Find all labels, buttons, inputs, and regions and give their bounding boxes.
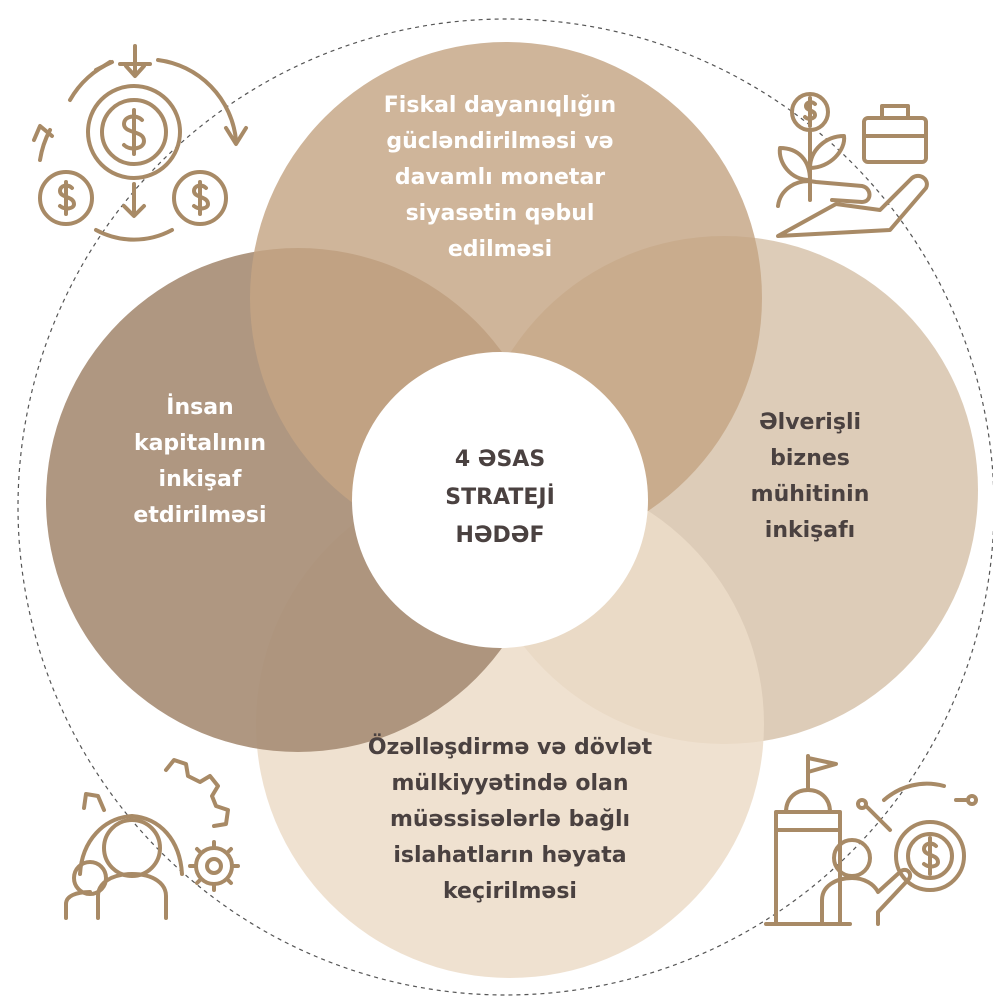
investment-growth-icon (776, 92, 929, 238)
label-line: etdirilməsi (133, 503, 267, 528)
label-line: müəssisələrlə bağlı (389, 807, 631, 832)
label-line: İnsan (166, 395, 234, 420)
label-line: gücləndirilməsi və (386, 129, 614, 154)
business-state-icon (764, 754, 978, 926)
center-title-line: 4 ƏSAS (454, 447, 546, 472)
label-fiscal-sustainability: Fiskal dayanıqlığın gücləndirilməsi və d… (340, 88, 660, 268)
center-circle (352, 352, 648, 648)
label-line: kapitalının (133, 431, 267, 456)
center-title-line: STRATEJİ (445, 485, 555, 510)
label-line: Özəlləşdirmə və dövlət (367, 735, 653, 760)
center-title-line: HƏDƏF (455, 523, 545, 548)
label-line: mühitinin (750, 482, 870, 507)
center-title: 4 ƏSAS STRATEJİ HƏDƏF (390, 441, 610, 555)
label-line: siyasətin qəbul (405, 201, 595, 226)
outer-dashed-ring (17, 18, 993, 996)
label-line: davamlı monetar (394, 165, 606, 190)
label-line: Əlverişli (758, 410, 862, 435)
label-line: keçirilməsi (443, 879, 577, 904)
label-business-environment: Əlverişli biznes mühitinin inkişafı (720, 405, 900, 549)
label-privatization-reforms: Özəlləşdirmə və dövlət mülkiyyətində ola… (300, 730, 720, 910)
label-line: Fiskal dayanıqlığın (383, 93, 617, 118)
label-line: biznes (770, 446, 850, 471)
label-line: inkişafı (764, 518, 856, 543)
human-capital-gears-icon (64, 758, 240, 920)
label-human-capital: İnsan kapitalının inkişaf etdirilməsi (110, 390, 290, 534)
label-line: mülkiyyətində olan (391, 771, 629, 796)
money-cycle-icon (32, 44, 248, 242)
label-line: islahatların həyata (393, 843, 627, 868)
label-line: edilməsi (447, 237, 553, 262)
label-line: inkişaf (158, 467, 242, 492)
